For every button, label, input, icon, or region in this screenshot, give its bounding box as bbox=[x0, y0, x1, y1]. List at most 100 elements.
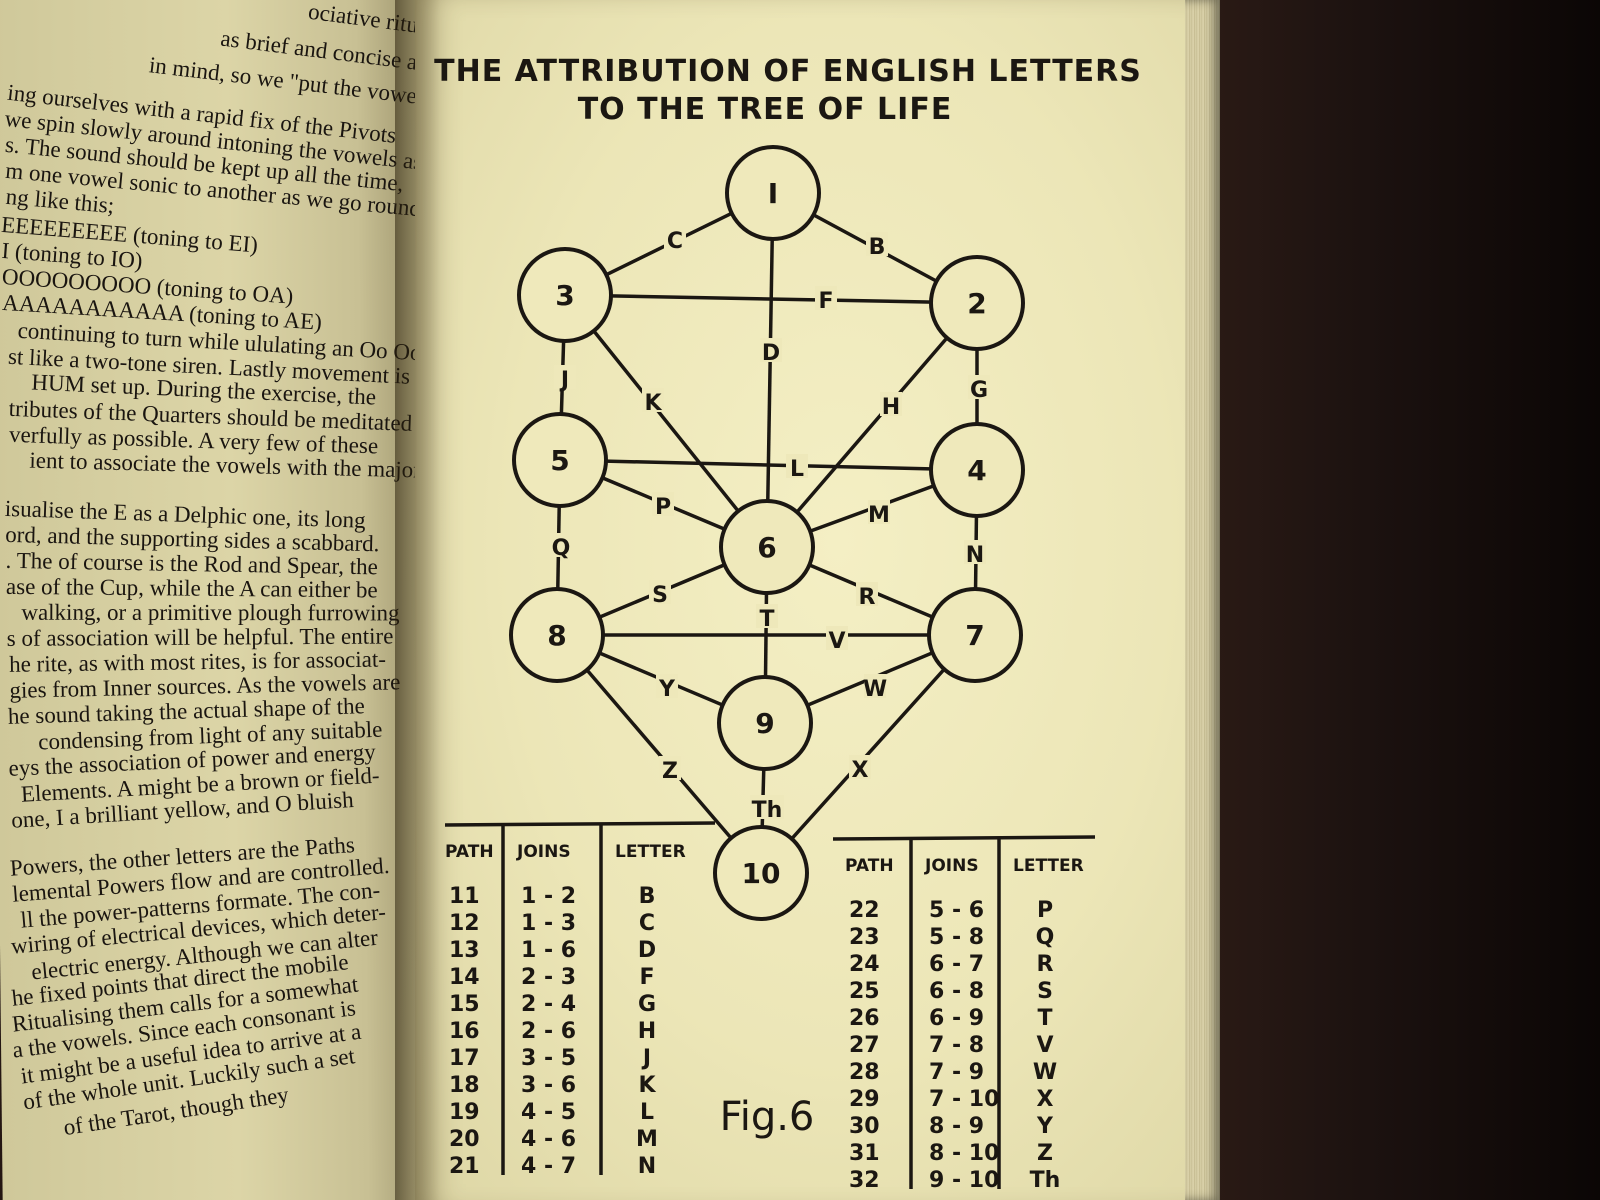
table-letter: K bbox=[638, 1073, 656, 1098]
table-header: PATH bbox=[845, 856, 894, 876]
path-letter: F bbox=[818, 289, 833, 314]
sephira-number: 4 bbox=[967, 454, 986, 487]
path-letter-bg bbox=[652, 492, 674, 516]
table-letter: D bbox=[638, 938, 656, 963]
left-page: ociative ritual. It isas brief and conci… bbox=[0, 0, 433, 1200]
path-letter-bg bbox=[786, 454, 808, 478]
table-path-number: 22 bbox=[849, 898, 880, 923]
table-joins: 6 - 7 bbox=[929, 952, 984, 977]
path-letter: Y bbox=[658, 677, 676, 702]
sephira-number: 9 bbox=[755, 707, 774, 740]
table-path-number: 25 bbox=[849, 979, 880, 1004]
table-path-number: 12 bbox=[449, 911, 480, 936]
table-joins: 6 - 8 bbox=[929, 979, 984, 1004]
table-path-number: 26 bbox=[849, 1006, 880, 1031]
path-line-2-6 bbox=[765, 301, 979, 549]
table-letter: X bbox=[1037, 1087, 1054, 1112]
path-letter-bg bbox=[880, 392, 902, 416]
sephira-number: 6 bbox=[757, 531, 776, 564]
path-letter: Z bbox=[662, 759, 678, 784]
table-header: JOINS bbox=[516, 842, 571, 862]
path-letter-bg bbox=[856, 582, 878, 606]
table-path-number: 11 bbox=[449, 884, 480, 909]
path-letter: J bbox=[559, 368, 569, 393]
table-letter: Y bbox=[1036, 1114, 1054, 1139]
path-letter: D bbox=[762, 341, 780, 366]
table-path-number: 27 bbox=[849, 1033, 880, 1058]
table-joins: 4 - 7 bbox=[521, 1154, 576, 1179]
sephira-number: 8 bbox=[547, 619, 566, 652]
table-path-number: 28 bbox=[849, 1060, 880, 1085]
path-letter-bg bbox=[756, 604, 778, 628]
path-letter: N bbox=[966, 543, 984, 568]
table-letter: C bbox=[639, 911, 655, 936]
sephira-node-8 bbox=[509, 587, 605, 683]
table-header: LETTER bbox=[615, 842, 686, 862]
table-letter: Th bbox=[1030, 1168, 1061, 1193]
path-letter-bg bbox=[864, 674, 886, 698]
table-joins: 7 - 8 bbox=[929, 1033, 984, 1058]
path-line-2-3 bbox=[564, 293, 978, 305]
table-letter: F bbox=[639, 965, 654, 990]
path-letter: K bbox=[644, 391, 662, 416]
table-letter: V bbox=[1036, 1033, 1053, 1058]
table-letter: R bbox=[1037, 952, 1054, 977]
book-cover bbox=[1210, 0, 1600, 1200]
table-joins: 2 - 6 bbox=[521, 1019, 576, 1044]
table-joins: 4 - 6 bbox=[521, 1127, 576, 1152]
path-letter-bg bbox=[815, 286, 837, 310]
table-joins: 5 - 8 bbox=[929, 925, 984, 950]
sephira-number: 5 bbox=[550, 444, 569, 477]
table-joins: 6 - 9 bbox=[929, 1006, 984, 1031]
figure-caption: Fig.6 bbox=[720, 1094, 815, 1140]
path-letter: G bbox=[970, 378, 988, 403]
path-letter: R bbox=[859, 585, 876, 610]
table-letter: B bbox=[639, 884, 656, 909]
table-path-number: 21 bbox=[449, 1154, 480, 1179]
table-joins: 9 - 10 bbox=[929, 1168, 999, 1193]
path-letter: W bbox=[863, 677, 887, 702]
table-path-number: 30 bbox=[849, 1114, 880, 1139]
path-letter: M bbox=[868, 503, 890, 528]
table-letter: T bbox=[1037, 1006, 1052, 1031]
table-path-number: 29 bbox=[849, 1087, 880, 1112]
path-letter-bg bbox=[664, 226, 686, 250]
path-letter-bg bbox=[550, 533, 572, 557]
table-header: JOINS bbox=[924, 856, 979, 876]
sephira-node-4 bbox=[929, 422, 1025, 518]
table-letter: J bbox=[641, 1046, 651, 1071]
figure-title-line2: TO THE TREE OF LIFE bbox=[578, 92, 953, 127]
path-line-3-6 bbox=[563, 293, 769, 549]
path-letter: V bbox=[828, 629, 845, 654]
path-letter: C bbox=[667, 229, 683, 254]
table-path-number: 31 bbox=[849, 1141, 880, 1166]
table-path-number: 24 bbox=[849, 952, 880, 977]
table-path-number: 23 bbox=[849, 925, 880, 950]
path-letter: Q bbox=[552, 536, 571, 561]
sephira-node-3 bbox=[517, 247, 613, 343]
left-page-text: ociative ritual. It isas brief and conci… bbox=[0, 0, 433, 1190]
book-gutter-shadow bbox=[395, 0, 440, 1200]
table-letter: H bbox=[638, 1019, 656, 1044]
sephira-number: 2 bbox=[967, 287, 986, 320]
table-letter: Q bbox=[1036, 925, 1055, 950]
path-letter-bg bbox=[642, 388, 664, 412]
path-letter: X bbox=[852, 758, 869, 783]
table-joins: 8 - 9 bbox=[929, 1114, 984, 1139]
sephira-number: I bbox=[768, 177, 778, 210]
path-letter-bg bbox=[968, 375, 990, 399]
table-joins: 2 - 4 bbox=[521, 992, 576, 1017]
path-letter: S bbox=[652, 583, 668, 608]
sephira-number: 3 bbox=[555, 279, 574, 312]
sephira-node-10 bbox=[713, 825, 809, 921]
path-letter-bg bbox=[868, 500, 890, 524]
path-line-7-10 bbox=[759, 633, 977, 875]
sephira-number: 7 bbox=[965, 619, 984, 652]
path-letter-bg bbox=[750, 795, 784, 819]
tree-of-life-figure: THE ATTRIBUTION OF ENGLISH LETTERS TO TH… bbox=[434, 54, 1141, 1193]
table-top-rule bbox=[832, 835, 1096, 841]
path-letter-bg bbox=[554, 365, 576, 389]
table-joins: 5 - 6 bbox=[929, 898, 984, 923]
